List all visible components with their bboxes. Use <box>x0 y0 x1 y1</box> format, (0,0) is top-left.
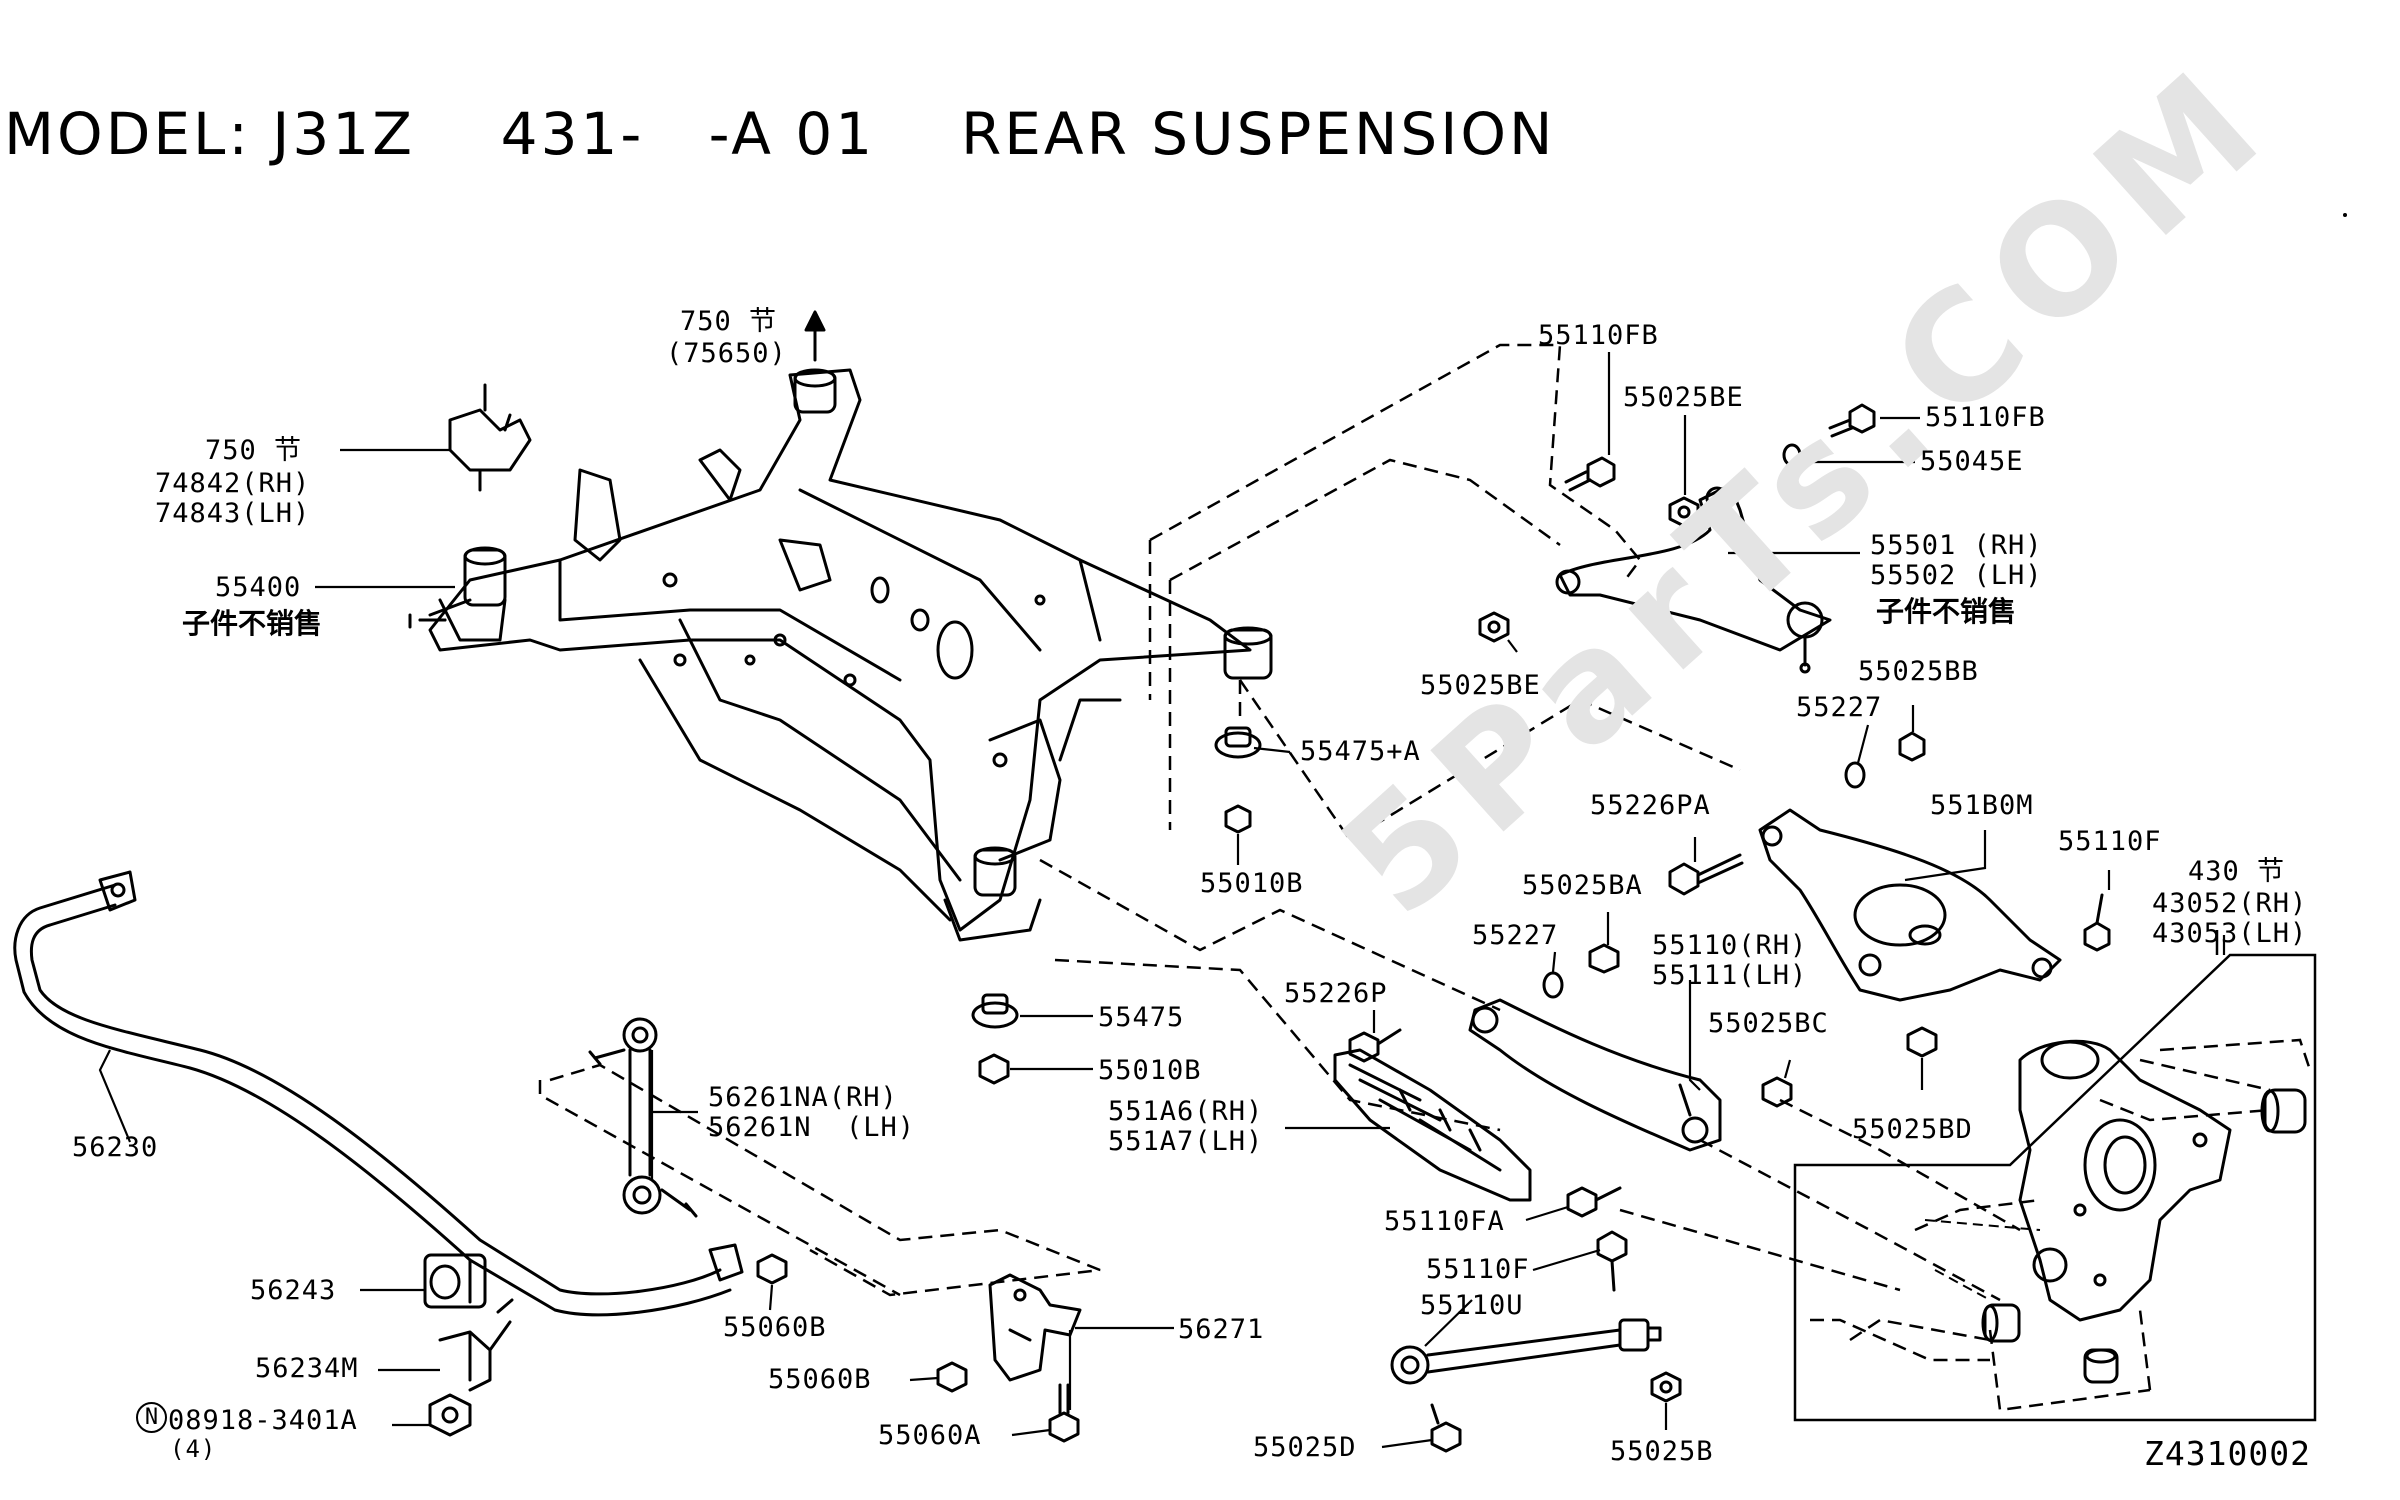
stabilizer-bar-56230[interactable] <box>13 870 744 1317</box>
label-551A7: 551A7(LH) <box>1108 1126 1264 1157</box>
label-08918-qty: (4) <box>170 1435 217 1463</box>
stabilizer-link-56261[interactable] <box>588 1017 698 1218</box>
diagram-code: Z4310002 <box>2144 1434 2311 1473</box>
label-55227-low: 55227 <box>1472 920 1559 951</box>
page-title: MODEL: J31Z 431- -A 01 REAR SUSPENSION <box>4 100 1556 168</box>
label-55111: 55111(LH) <box>1652 960 1808 991</box>
label-55226PA: 55226PA <box>1590 790 1711 821</box>
label-43052: 43052(RH) <box>2152 888 2308 919</box>
label-55010B-low: 55010B <box>1098 1055 1202 1086</box>
label-55060B-left: 55060B <box>768 1364 872 1395</box>
bracket-56234M[interactable] <box>438 1298 514 1392</box>
note-not-sold-separately-1: 子件不销售 <box>182 607 323 640</box>
bushing-56243[interactable] <box>423 1253 487 1309</box>
subframe-crossmember[interactable] <box>418 368 1273 942</box>
label-56230: 56230 <box>72 1132 159 1163</box>
mount-bracket-74842[interactable] <box>448 383 532 492</box>
bracket-56271[interactable] <box>988 1273 1082 1382</box>
label-55110: 55110(RH) <box>1652 930 1808 961</box>
label-55110FB-top: 55110FB <box>1538 320 1659 351</box>
label-55475A: 55475+A <box>1300 736 1421 767</box>
label-43053: 43053(LH) <box>2152 918 2308 949</box>
label-55025BE-top: 55025BE <box>1623 382 1744 413</box>
fasteners[interactable] <box>408 403 2111 1453</box>
label-55227-up: 55227 <box>1796 692 1883 723</box>
label-55475: 55475 <box>1098 1002 1185 1033</box>
upper-arm-55501[interactable] <box>1555 483 1832 674</box>
label-55010B-up: 55010B <box>1200 868 1304 899</box>
label-56243: 56243 <box>250 1275 337 1306</box>
label-74843: 74843(LH) <box>155 498 311 529</box>
label-55025D: 55025D <box>1253 1432 1357 1463</box>
label-750-left: 750 节 <box>205 435 303 466</box>
label-55400: 55400 <box>215 572 302 603</box>
label-56261N: 56261N (LH) <box>708 1112 916 1143</box>
toe-link-551A6[interactable] <box>1333 1048 1532 1202</box>
label-55060A: 55060A <box>878 1420 982 1451</box>
nut-08918[interactable] <box>428 1393 472 1437</box>
lateral-link-55110[interactable] <box>1468 998 1722 1152</box>
label-56271: 56271 <box>1178 1314 1265 1345</box>
label-55501: 55501 (RH) <box>1870 530 2043 561</box>
label-55025BC: 55025BC <box>1708 1008 1829 1039</box>
label-55226P: 55226P <box>1284 978 1388 1009</box>
label-55060B-right: 55060B <box>723 1312 827 1343</box>
label-55025BD: 55025BD <box>1852 1114 1973 1145</box>
label-74842: 74842(RH) <box>155 468 311 499</box>
label-56234M: 56234M <box>255 1353 359 1384</box>
label-08918: 08918-3401A <box>168 1405 358 1436</box>
label-08918-prefix: N <box>136 1402 167 1433</box>
label-55025B: 55025B <box>1610 1436 1714 1467</box>
rod-55110U[interactable] <box>1390 1318 1662 1385</box>
label-55110FB-right: 55110FB <box>1925 402 2046 433</box>
label-55502: 55502 (LH) <box>1870 560 2043 591</box>
label-55025BA: 55025BA <box>1522 870 1643 901</box>
label-55110F-low: 55110F <box>1426 1254 1530 1285</box>
lower-control-arm-551B0M[interactable] <box>1758 808 2062 1002</box>
label-551B0M: 551B0M <box>1930 790 2034 821</box>
label-55110U: 55110U <box>1420 1290 1524 1321</box>
label-55110F-right: 55110F <box>2058 826 2162 857</box>
label-551A6: 551A6(RH) <box>1108 1096 1264 1127</box>
label-55025BE-low: 55025BE <box>1420 670 1541 701</box>
label-430: 430 节 <box>2188 856 2286 887</box>
label-55045E: 55045E <box>1920 446 2024 477</box>
note-not-sold-separately-2: 子件不销售 <box>1876 595 2017 628</box>
label-750-top: 750 节 <box>680 306 778 337</box>
label-75650: (75650) <box>666 338 787 369</box>
label-55025BB: 55025BB <box>1858 656 1979 687</box>
knuckle-43052[interactable] <box>2018 1039 2232 1322</box>
label-56261NA: 56261NA(RH) <box>708 1082 898 1113</box>
label-55110FA: 55110FA <box>1384 1206 1505 1237</box>
